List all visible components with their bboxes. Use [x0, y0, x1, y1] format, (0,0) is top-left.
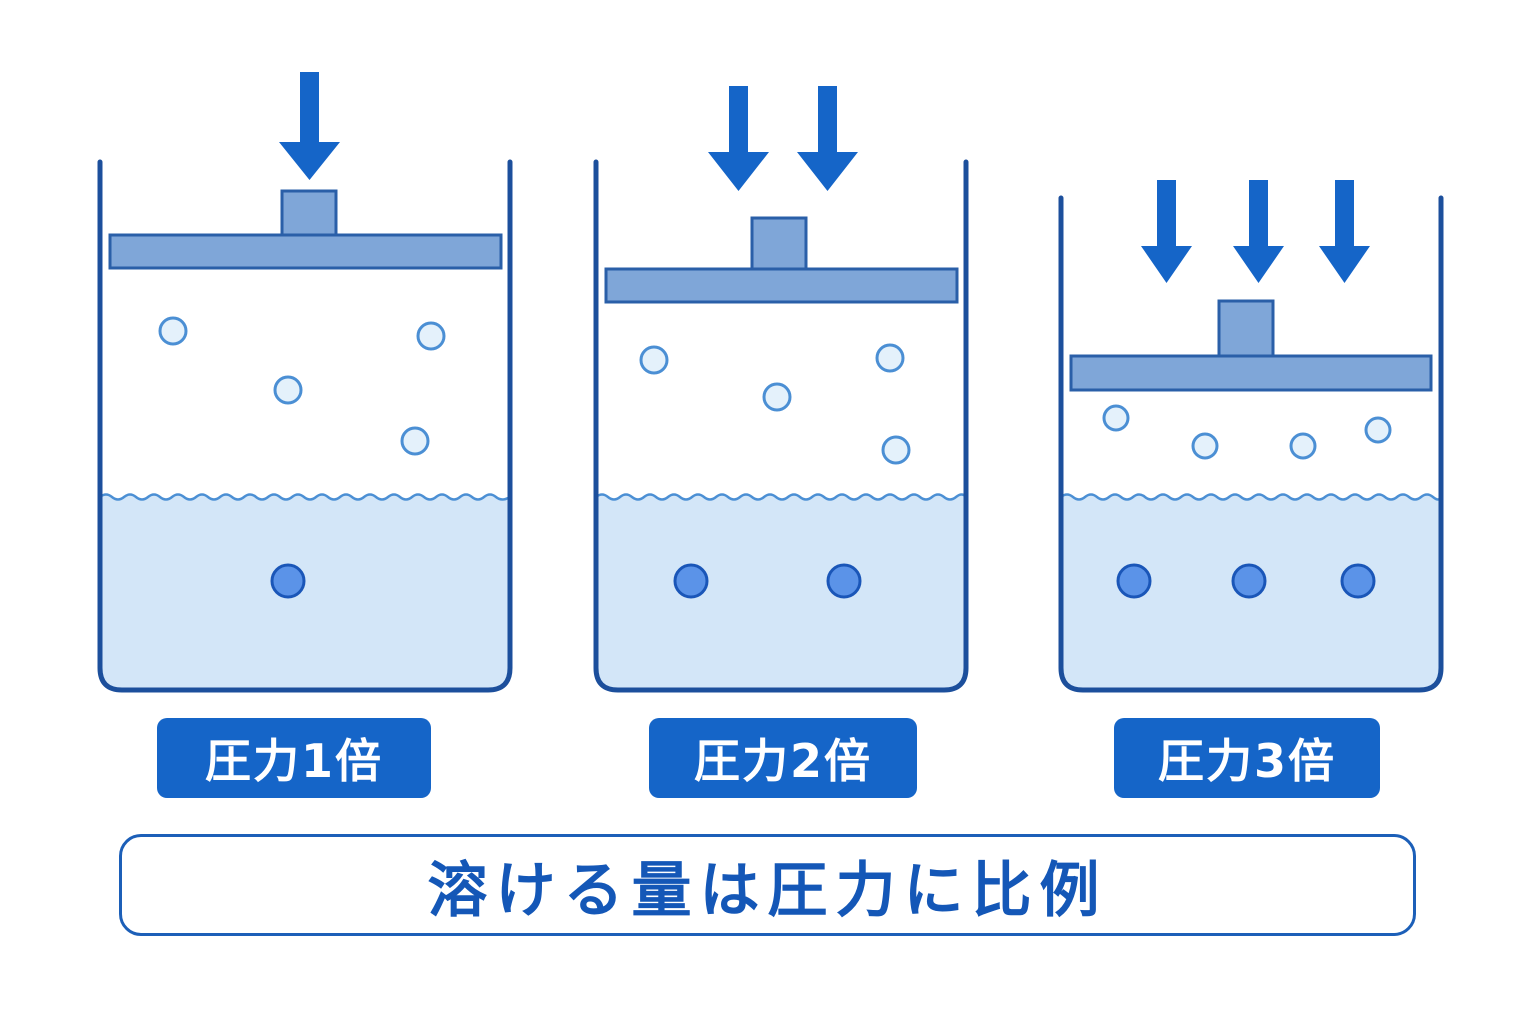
dissolved-bubbles-1 — [270, 563, 306, 599]
gas-bubble — [1364, 416, 1392, 444]
gas-bubble — [400, 426, 430, 456]
pressure-arrow-icon — [1233, 180, 1284, 283]
pressure-label-2: 圧力2倍 — [649, 718, 917, 798]
container-3 — [1058, 195, 1444, 693]
panel-2 — [593, 86, 969, 693]
gas-bubble — [881, 435, 911, 465]
liquid-1 — [99, 493, 511, 690]
gas-bubble — [762, 382, 792, 412]
pressure-arrow-icon — [279, 72, 340, 180]
gas-bubbles-3 — [1102, 404, 1392, 460]
piston-3 — [1069, 299, 1433, 392]
pressure-label-1: 圧力1倍 — [157, 718, 431, 798]
gas-bubble — [416, 321, 446, 351]
pressure-arrow-icon — [708, 86, 769, 191]
panel-3 — [1058, 180, 1444, 693]
container-2 — [593, 159, 969, 693]
liquid-2 — [595, 493, 967, 690]
dissolved-bubble — [1340, 563, 1376, 599]
gas-bubbles-1 — [158, 316, 446, 456]
conclusion-box: 溶ける量は圧力に比例 — [119, 834, 1416, 936]
gas-bubbles-2 — [639, 343, 911, 465]
dissolved-bubble — [673, 563, 709, 599]
piston-2 — [604, 216, 959, 304]
container-1 — [97, 159, 513, 693]
pressure-arrow-icon — [1319, 180, 1370, 283]
gas-bubble — [639, 345, 669, 375]
dissolved-bubble — [1116, 563, 1152, 599]
gas-bubble — [273, 375, 303, 405]
gas-bubble — [158, 316, 188, 346]
pressure-arrow-icon — [1141, 180, 1192, 283]
panel-1 — [97, 72, 513, 693]
pressure-label-3: 圧力3倍 — [1114, 718, 1380, 798]
dissolved-bubble — [1231, 563, 1267, 599]
dissolved-bubble — [826, 563, 862, 599]
gas-bubble — [1102, 404, 1130, 432]
gas-bubble — [1191, 432, 1219, 460]
dissolved-bubbles-3 — [1116, 563, 1376, 599]
gas-bubble — [875, 343, 905, 373]
pressure-arrow-icon — [797, 86, 858, 191]
gas-bubble — [1289, 432, 1317, 460]
dissolved-bubbles-2 — [673, 563, 862, 599]
piston-1 — [108, 189, 503, 270]
dissolved-bubble — [270, 563, 306, 599]
